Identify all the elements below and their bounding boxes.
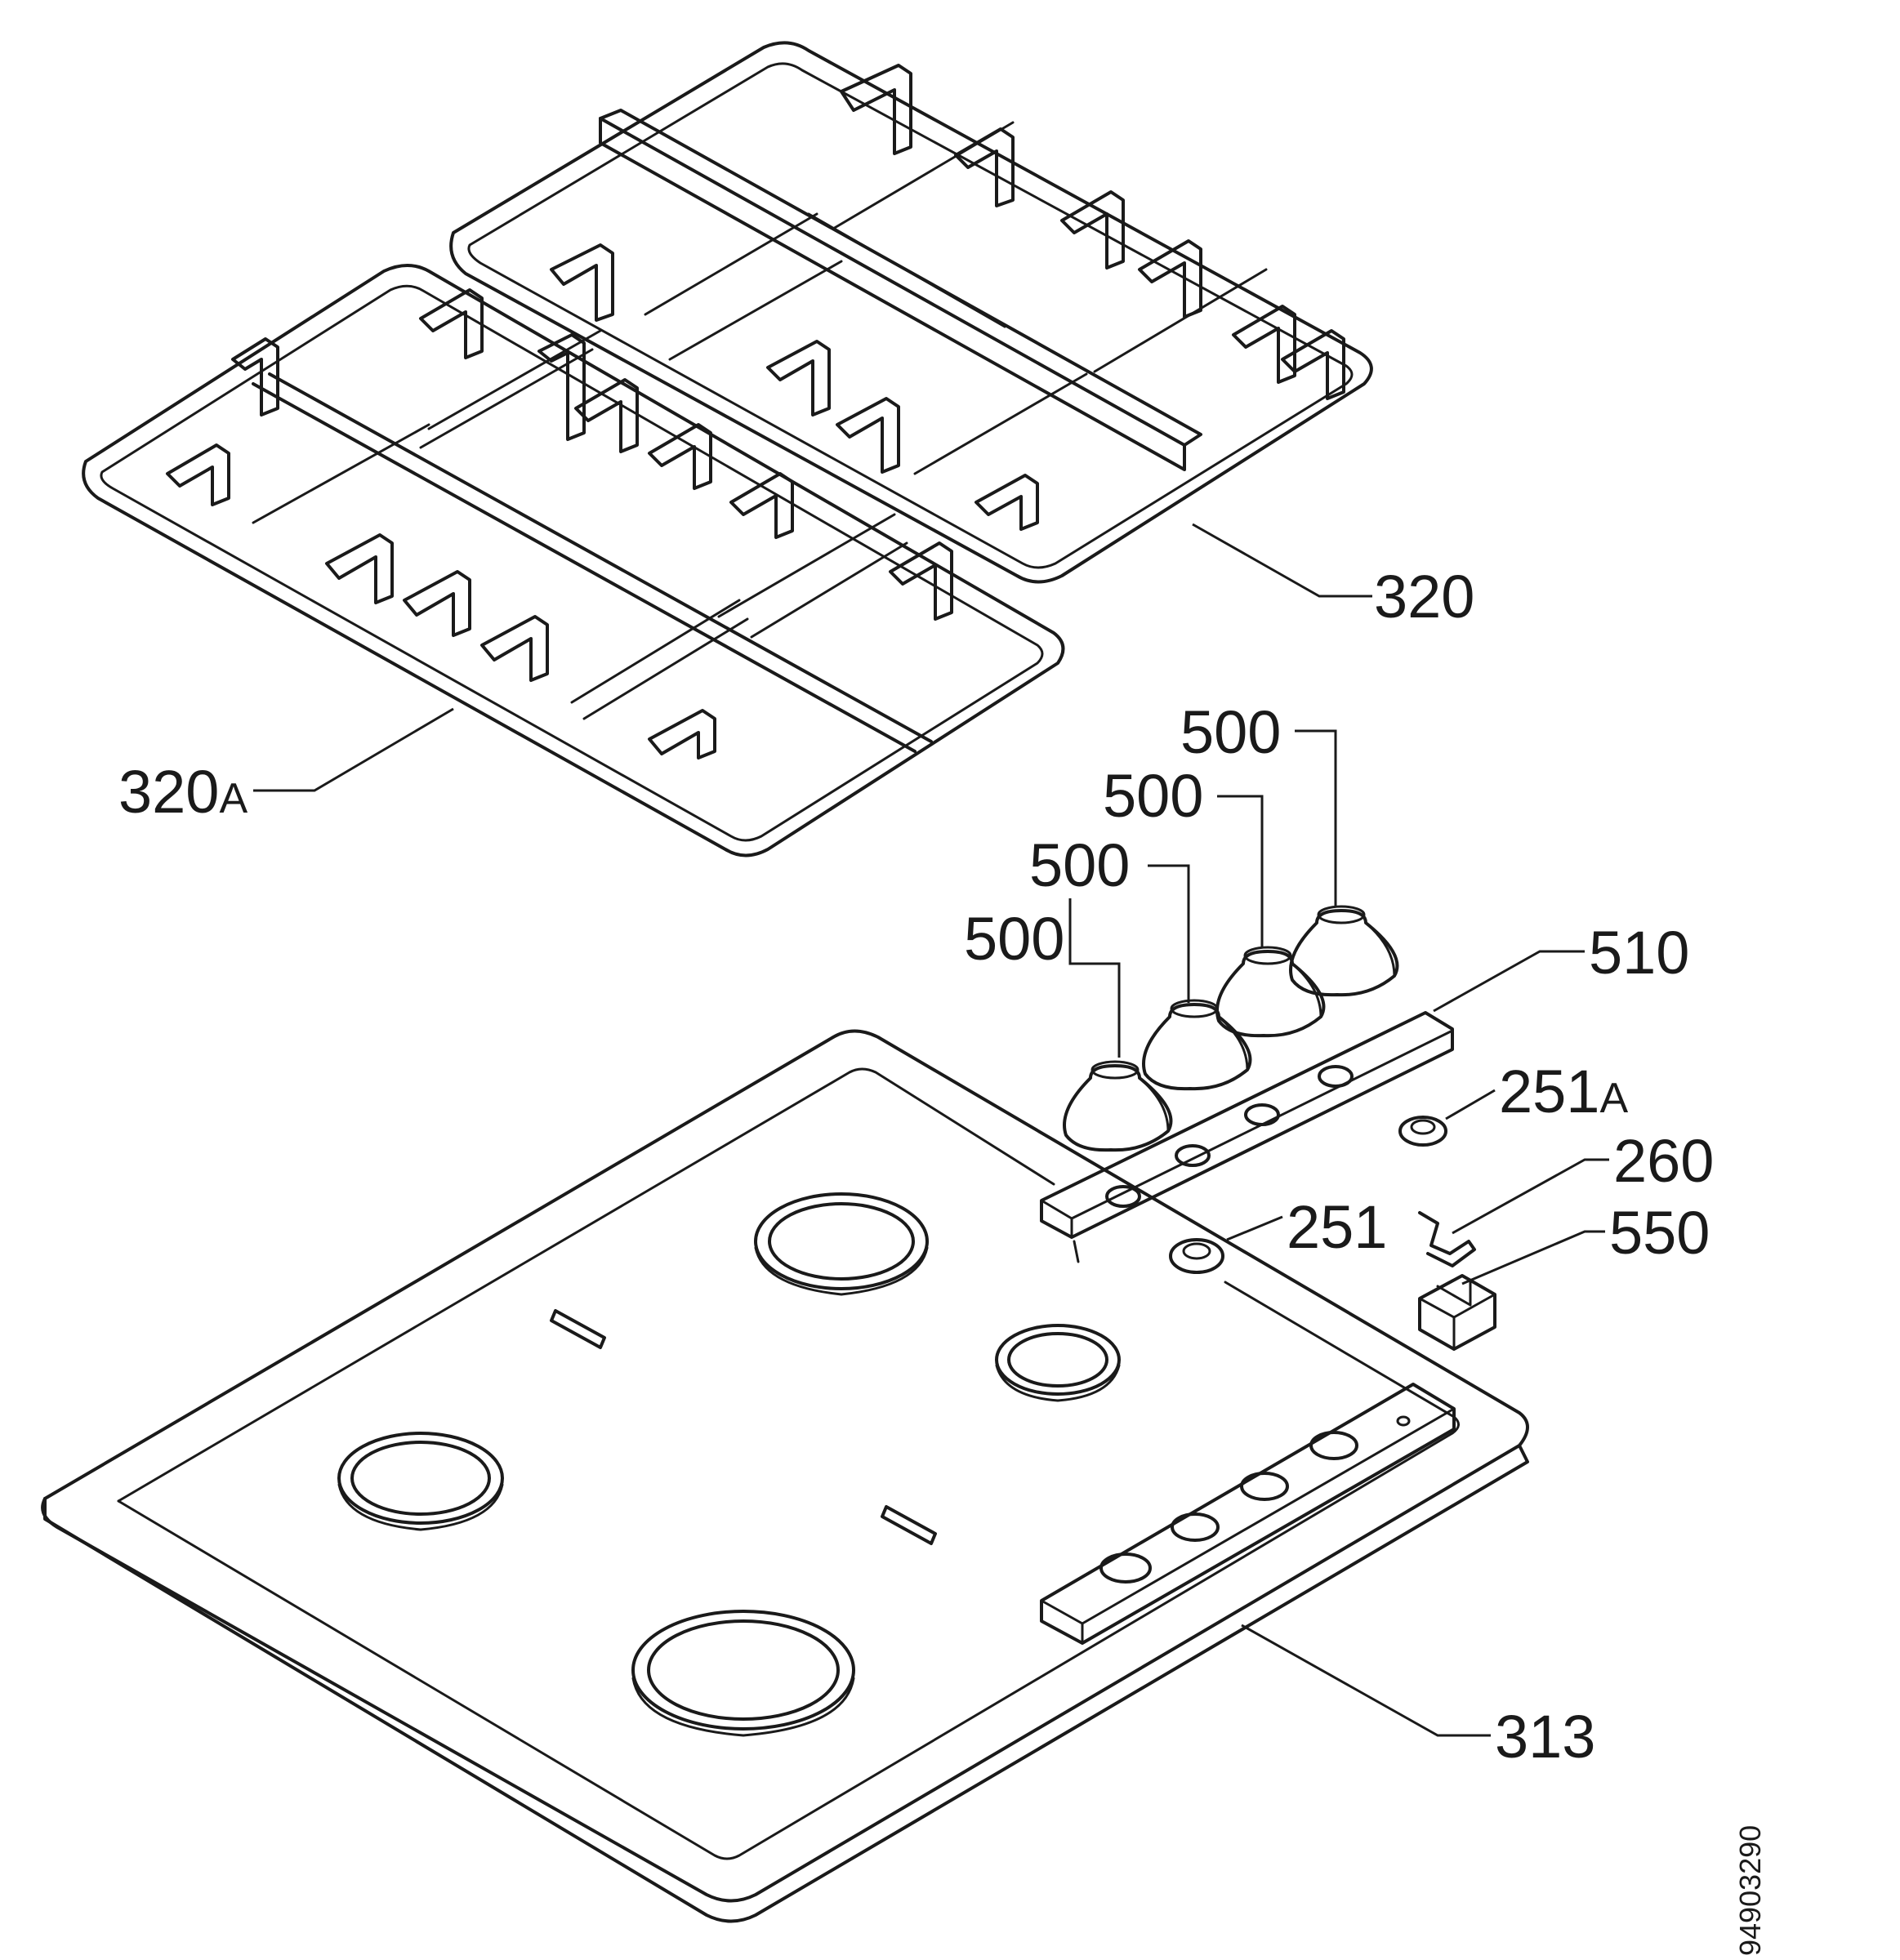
- burner-top: [754, 1192, 929, 1296]
- label-500-2: 500: [1029, 831, 1130, 899]
- label-500-1: 500: [964, 905, 1064, 973]
- label-500-4: 500: [1180, 698, 1281, 766]
- document-number: 94903290: [1733, 1825, 1767, 1956]
- leader-lines: [253, 523, 1609, 1737]
- seal-251: [1169, 1238, 1224, 1274]
- burner-bottom: [631, 1610, 855, 1737]
- label-313: 313: [1495, 1703, 1595, 1771]
- control-knobs: [1063, 905, 1399, 1152]
- hob-top-plate: [41, 1029, 1529, 1923]
- label-550: 550: [1609, 1199, 1710, 1267]
- seal-251a: [1398, 1116, 1447, 1147]
- label-251a: 251A: [1499, 1058, 1628, 1125]
- label-251: 251: [1287, 1193, 1387, 1261]
- burner-left: [337, 1432, 504, 1531]
- switch-550: [1418, 1274, 1496, 1351]
- knob-3: [1215, 946, 1326, 1038]
- label-320a: 320A: [118, 758, 248, 826]
- burner-middle: [995, 1324, 1121, 1402]
- knob-4: [1289, 905, 1399, 997]
- label-260: 260: [1613, 1127, 1714, 1195]
- callout-labels: 320 320A 500 500 500 500 510 251A 260 25…: [118, 563, 1714, 1771]
- knob-2: [1142, 999, 1252, 1091]
- label-320: 320: [1374, 563, 1474, 630]
- spring-260: [1418, 1211, 1476, 1267]
- pan-support-left: [82, 264, 1065, 858]
- pan-support-right: [449, 41, 1373, 584]
- control-panel-strip: [1040, 1011, 1454, 1263]
- label-510: 510: [1589, 919, 1689, 987]
- label-500-3: 500: [1103, 762, 1203, 830]
- knob-1: [1063, 1060, 1173, 1152]
